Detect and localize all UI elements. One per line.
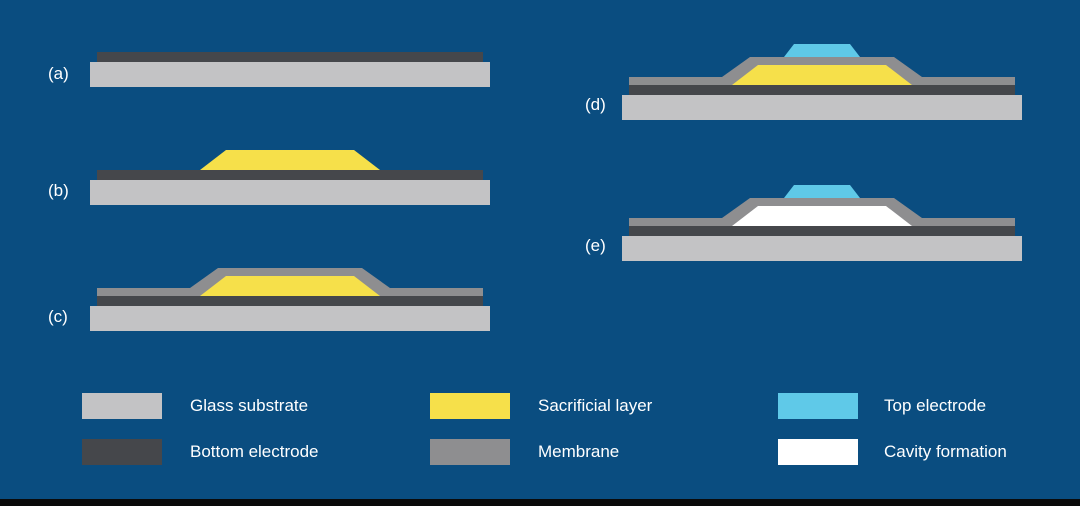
- bottom-electrode-layer: [97, 170, 483, 180]
- legend-label-glass-substrate: Glass substrate: [190, 396, 309, 415]
- legend-label-sacrificial-layer: Sacrificial layer: [538, 396, 653, 415]
- top-electrode-layer: [784, 44, 860, 57]
- glass-substrate-layer: [90, 306, 490, 331]
- legend-label-membrane: Membrane: [538, 442, 620, 461]
- sacrificial-layer: [200, 276, 380, 296]
- legend-label-cavity-formation: Cavity formation: [884, 442, 1007, 461]
- legend-swatch-bottom-electrode: [82, 439, 162, 465]
- glass-substrate-layer: [622, 95, 1022, 120]
- cavity-layer: [732, 206, 912, 226]
- legend-label-top-electrode: Top electrode: [884, 396, 987, 415]
- bottom-border-bar: [0, 499, 1080, 506]
- legend-label-bottom-electrode: Bottom electrode: [190, 442, 319, 461]
- legend-swatch-membrane: [430, 439, 510, 465]
- glass-substrate-layer: [622, 236, 1022, 261]
- diagram-panel-b: [90, 150, 490, 230]
- sacrificial-layer: [732, 65, 912, 85]
- panel-label-a: (a): [48, 64, 69, 83]
- diagram-panel-a: [90, 52, 490, 132]
- bottom-electrode-layer: [629, 226, 1015, 236]
- glass-substrate-layer: [90, 180, 490, 205]
- legend-swatch-top-electrode: [778, 393, 858, 419]
- legend-swatch-cavity-formation: [778, 439, 858, 465]
- legend-swatch-sacrificial-layer: [430, 393, 510, 419]
- bottom-electrode-layer: [97, 296, 483, 306]
- panel-label-d: (d): [585, 95, 606, 114]
- top-electrode-layer: [784, 185, 860, 198]
- sacrificial-layer: [200, 150, 380, 170]
- panel-label-b: (b): [48, 181, 69, 200]
- panel-label-c: (c): [48, 307, 68, 326]
- glass-substrate-layer: [90, 62, 490, 87]
- legend-swatch-glass-substrate: [82, 393, 162, 419]
- diagram-panel-e: [622, 185, 1022, 265]
- diagram-panel-c: [90, 268, 490, 348]
- bottom-electrode-layer: [97, 52, 483, 62]
- bottom-electrode-layer: [629, 85, 1015, 95]
- diagram-panel-d: [622, 44, 1022, 124]
- panel-label-e: (e): [585, 236, 606, 255]
